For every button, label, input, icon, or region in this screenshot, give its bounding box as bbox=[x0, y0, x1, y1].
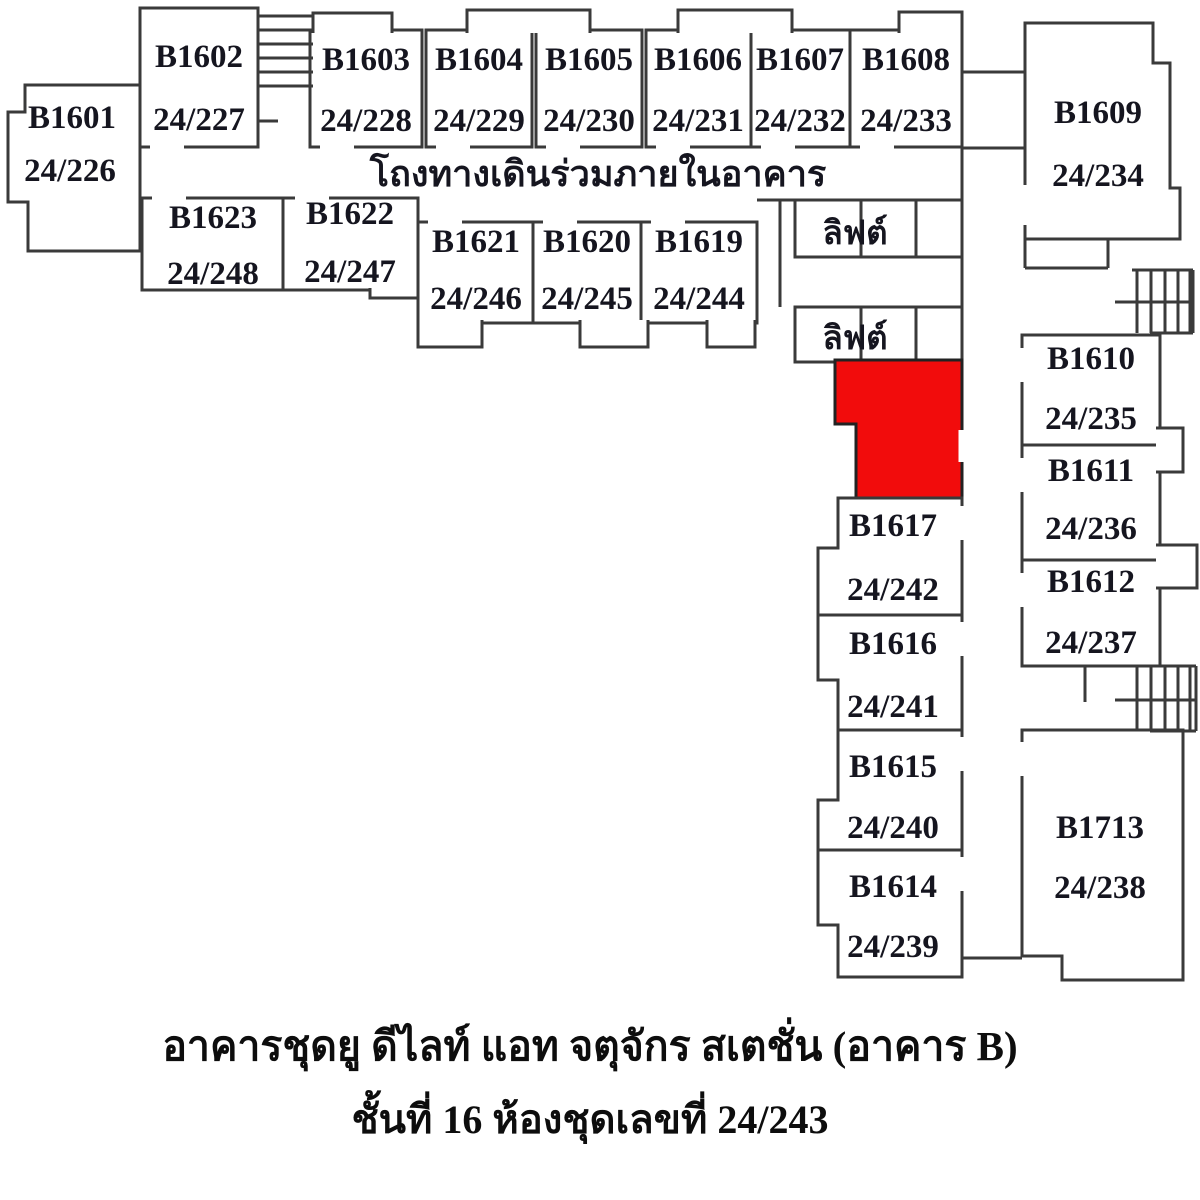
room-code-label: B1601 bbox=[28, 100, 116, 136]
room-B1605: B1605 24/230 bbox=[534, 28, 644, 149]
room-B1612: B1612 24/237 bbox=[1020, 558, 1162, 668]
right-column-side-steps bbox=[1156, 426, 1199, 590]
room-unit-number-label: 24/228 bbox=[320, 103, 412, 139]
room-code-label: B1619 bbox=[655, 224, 743, 260]
room-code-label: B1612 bbox=[1047, 564, 1135, 600]
room-B1608: B1608 24/233 bbox=[848, 28, 964, 149]
room-code-label: B1603 bbox=[322, 42, 410, 78]
room-unit-number-label: 24/246 bbox=[430, 281, 522, 317]
highlighted-unit-24-243 bbox=[833, 358, 964, 500]
room-unit-number-label: 24/231 bbox=[652, 103, 744, 139]
room-B1611: B1611 24/236 bbox=[1020, 443, 1162, 562]
room-unit-number-label: 24/234 bbox=[1052, 158, 1144, 194]
room-B1616: B1616 24/241 bbox=[847, 626, 939, 725]
room-code-label: B1605 bbox=[545, 42, 633, 78]
room-outline bbox=[639, 220, 759, 325]
room-B1606: B1606 24/231 bbox=[644, 28, 753, 149]
room-B1623: B1623 24/248 bbox=[140, 196, 285, 292]
room-unit-number-label: 24/232 bbox=[754, 103, 846, 139]
room-unit-number-label: 24/242 bbox=[847, 572, 939, 608]
room-code-label: B1621 bbox=[432, 224, 520, 260]
room-B1619: B1619 24/244 bbox=[639, 220, 759, 325]
room-unit-number-label: 24/245 bbox=[541, 281, 633, 317]
lift-label: ลิฟต์ bbox=[822, 214, 887, 252]
corridor-label: โถงทางเดินร่วมภายในอาคาร bbox=[369, 152, 827, 194]
room-unit-number-label: 24/244 bbox=[653, 281, 745, 317]
stairs-right-lower-icon bbox=[1022, 664, 1198, 733]
building-title: อาคารชุดยู ดีไลท์ แอท จตุจักร สเตชั่น (อ… bbox=[162, 1017, 1017, 1072]
room-unit-number-label: 24/247 bbox=[304, 254, 396, 290]
room-unit-number-label: 24/226 bbox=[24, 153, 116, 189]
door-gaps bbox=[150, 143, 1029, 891]
room-unit-number-label: 24/239 bbox=[847, 929, 939, 965]
room-code-label: B1602 bbox=[155, 39, 243, 75]
lift-block-1: ลิฟต์ bbox=[793, 198, 964, 259]
room-B1615: B1615 24/240 bbox=[847, 749, 939, 846]
room-B1607: B1607 24/232 bbox=[749, 28, 852, 149]
roofline-steps bbox=[311, 8, 964, 33]
room-code-label: B1610 bbox=[1047, 341, 1135, 377]
room-unit-number-label: 24/235 bbox=[1045, 401, 1137, 437]
room-code-label: B1614 bbox=[849, 869, 937, 905]
room-B1602: B1602 24/227 bbox=[138, 6, 260, 149]
floor-unit-subtitle: ชั้นที่ 16 ห้องชุดเลขที่ 24/243 bbox=[352, 1090, 829, 1145]
room-code-label: B1611 bbox=[1048, 453, 1134, 489]
room-unit-number-label: 24/241 bbox=[847, 689, 939, 725]
lift-label: ลิฟต์ bbox=[822, 319, 887, 357]
room-unit-number-label: 24/236 bbox=[1045, 511, 1137, 547]
room-code-label: B1617 bbox=[849, 508, 937, 544]
room-code-label: B1615 bbox=[849, 749, 937, 785]
room-code-label: B1713 bbox=[1056, 810, 1144, 846]
room-outline bbox=[1023, 21, 1182, 241]
column-outline bbox=[816, 496, 964, 979]
room-B1610: B1610 24/235 bbox=[1020, 333, 1162, 447]
room-code-label: B1616 bbox=[849, 626, 937, 662]
room-B1614: B1614 24/239 bbox=[847, 869, 939, 965]
room-B1621: B1621 24/246 bbox=[416, 220, 535, 325]
room-unit-number-label: 24/237 bbox=[1045, 625, 1137, 661]
room-B1601: B1601 24/226 bbox=[6, 83, 142, 253]
lift-block-2: ลิฟต์ bbox=[793, 305, 964, 364]
room-outline bbox=[1020, 728, 1185, 982]
room-B1620: B1620 24/245 bbox=[531, 220, 643, 325]
caption: อาคารชุดยู ดีไลท์ แอท จตุจักร สเตชั่น (อ… bbox=[162, 1017, 1017, 1145]
stairs-top-left-icon bbox=[258, 14, 315, 123]
room-unit-number-label: 24/229 bbox=[433, 103, 525, 139]
room-column-middle: B1617 24/242 B1616 24/241 B1615 24/240 B… bbox=[816, 496, 964, 979]
room-code-label: B1622 bbox=[306, 196, 394, 232]
room-B1604: B1604 24/229 bbox=[424, 28, 534, 149]
room-B1603: B1603 24/228 bbox=[308, 28, 424, 149]
stairs-right-upper-icon bbox=[1115, 268, 1195, 335]
room-code-label: B1623 bbox=[169, 200, 257, 236]
room-unit-number-label: 24/240 bbox=[847, 810, 939, 846]
room-code-label: B1607 bbox=[756, 42, 844, 78]
room-code-label: B1620 bbox=[543, 224, 631, 260]
room-B1609: B1609 24/234 bbox=[1023, 21, 1182, 241]
room-B1622: B1622 24/247 bbox=[281, 196, 420, 300]
room-unit-number-label: 24/233 bbox=[860, 103, 952, 139]
room-unit-number-label: 24/248 bbox=[167, 256, 259, 292]
room-code-label: B1606 bbox=[654, 42, 742, 78]
room-unit-number-label: 24/230 bbox=[543, 103, 635, 139]
room-B1617: B1617 24/242 bbox=[847, 508, 939, 608]
room-B1713: B1713 24/238 bbox=[1020, 728, 1185, 982]
room-unit-number-label: 24/238 bbox=[1054, 870, 1146, 906]
second-row-bottom-steps bbox=[416, 320, 757, 349]
room-outline bbox=[138, 6, 260, 149]
room-code-label: B1608 bbox=[862, 42, 950, 78]
room-unit-number-label: 24/227 bbox=[153, 102, 245, 138]
room-code-label: B1604 bbox=[435, 42, 523, 78]
lift-shaft-outline bbox=[793, 198, 964, 259]
room-code-label: B1609 bbox=[1054, 95, 1142, 131]
